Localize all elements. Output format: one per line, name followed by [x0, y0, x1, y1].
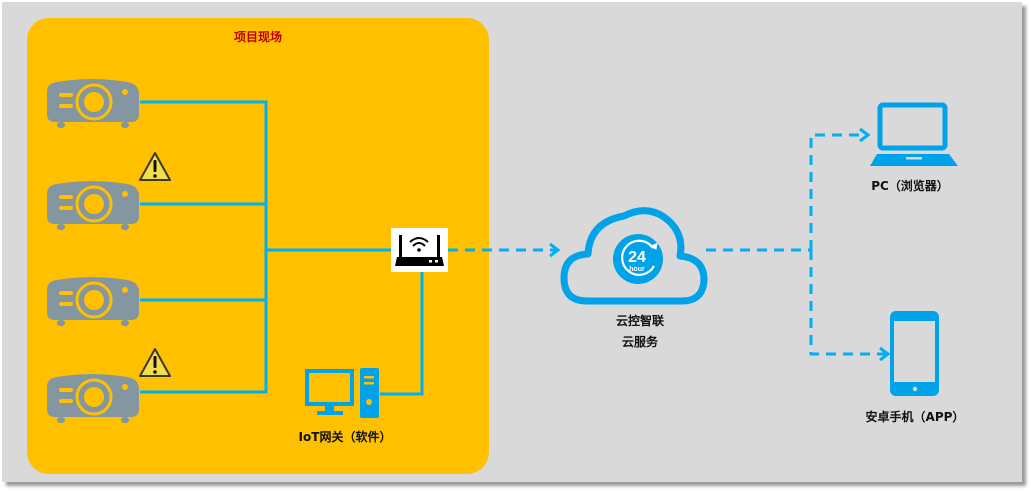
cloud-icon: 24 hour	[560, 207, 708, 305]
phone-client-label: 安卓手机（APP）	[865, 410, 965, 424]
wired-connections	[140, 100, 424, 396]
gateway-computer-icon	[305, 368, 379, 418]
arrow-heads	[549, 127, 891, 362]
projector-icon	[45, 275, 141, 328]
pc-client-label: PC（浏览器）	[871, 179, 949, 193]
projector-icon	[45, 77, 141, 130]
cloud-badge-unit: hour	[629, 266, 645, 273]
projector-icon	[45, 179, 141, 232]
site-title: 项目现场	[233, 30, 282, 44]
laptop-icon	[870, 102, 958, 166]
cloud-badge-number: 24	[628, 249, 646, 266]
wireless-connections	[448, 133, 886, 356]
wifi-router-icon	[391, 228, 448, 272]
warning-icon	[139, 348, 171, 377]
gateway-label: IoT网关（软件）	[298, 430, 392, 444]
smartphone-icon	[890, 311, 939, 396]
cloud-label-line1: 云控智联	[615, 314, 664, 328]
projector-icon	[45, 372, 141, 425]
cloud-label-line2: 云服务	[621, 335, 658, 349]
warning-icon	[139, 152, 171, 181]
